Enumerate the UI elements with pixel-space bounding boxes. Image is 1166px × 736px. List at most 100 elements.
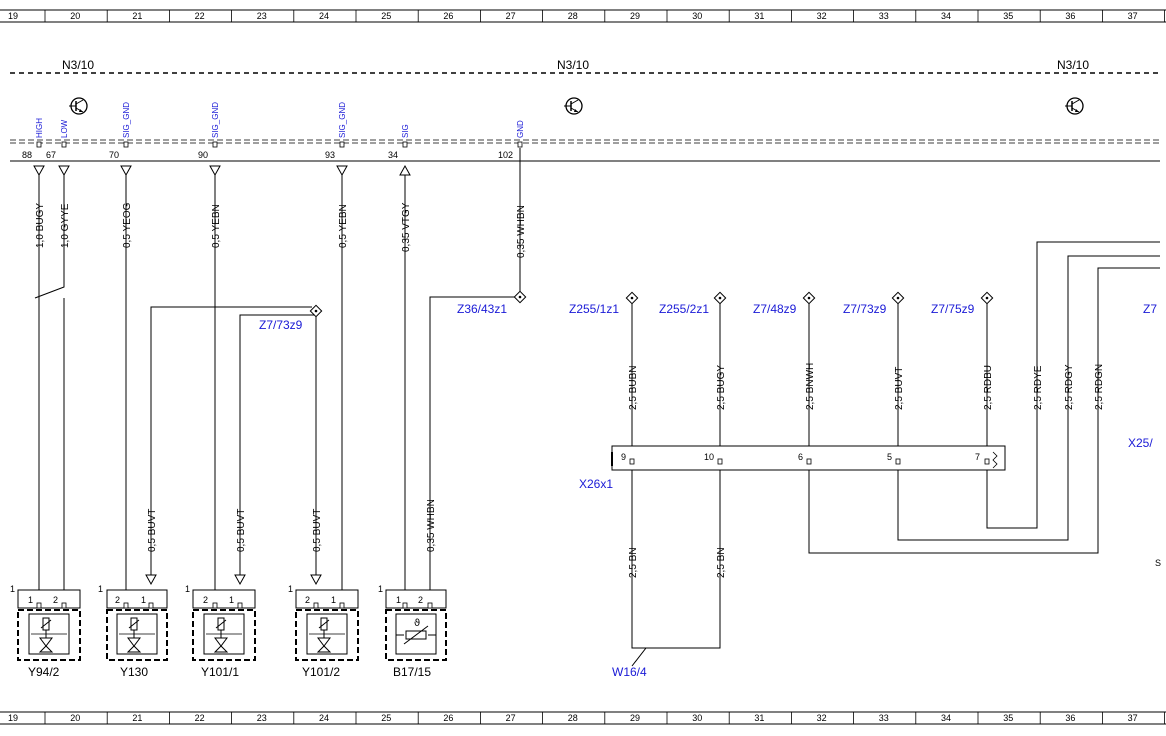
- ruler-number: 32: [817, 713, 827, 723]
- connector-label: X26x1: [579, 477, 613, 491]
- pin-number: 102: [498, 150, 513, 160]
- ruler-number: 20: [70, 713, 80, 723]
- splice-label: Z7/48z9: [753, 302, 797, 316]
- svg-text:0,35 VTGY: 0,35 VTGY: [401, 202, 412, 252]
- svg-text:0,5 YEBN: 0,5 YEBN: [211, 204, 222, 248]
- pin-number: 90: [198, 150, 208, 160]
- pin-number: 93: [325, 150, 335, 160]
- component-y94-2: 1 1 2 Y94/2: [10, 584, 81, 679]
- svg-text:1: 1: [378, 584, 383, 594]
- svg-text:0,5 YEOG: 0,5 YEOG: [122, 202, 133, 248]
- pin-signal: HIGH: [35, 118, 44, 138]
- component-y101-2: 1 2 1 Y101/2: [288, 584, 359, 679]
- ruler-number: 29: [630, 713, 640, 723]
- svg-text:2,5 RDGN: 2,5 RDGN: [1094, 364, 1105, 410]
- pin-number: 34: [388, 150, 398, 160]
- svg-text:2,5 BUGY: 2,5 BUGY: [716, 365, 727, 410]
- ruler-number: 29: [630, 11, 640, 21]
- component-y130: 1 2 1 Y130: [98, 584, 168, 679]
- svg-text:2: 2: [418, 595, 423, 605]
- svg-text:Y101/1: Y101/1: [201, 665, 239, 679]
- splice-label: Z7/73z9: [259, 318, 303, 332]
- splice-label: Z255/2z1: [659, 302, 709, 316]
- ruler-number: 35: [1003, 11, 1013, 21]
- ruler-number: 31: [754, 11, 764, 21]
- svg-text:1: 1: [229, 595, 234, 605]
- splice-label: Z36/43z1: [457, 302, 507, 316]
- ruler-number: 21: [132, 11, 142, 21]
- svg-text:9: 9: [621, 452, 626, 462]
- pin-number: 88: [22, 150, 32, 160]
- svg-text:Y94/2: Y94/2: [28, 665, 60, 679]
- svg-text:5: 5: [887, 452, 892, 462]
- ruler-number: 23: [257, 713, 267, 723]
- svg-text:1: 1: [10, 584, 15, 594]
- ruler-number: 37: [1128, 713, 1138, 723]
- svg-text:1: 1: [288, 584, 293, 594]
- svg-text:2: 2: [115, 595, 120, 605]
- svg-text:2,5 BUVT: 2,5 BUVT: [894, 367, 905, 410]
- ruler-number: 35: [1003, 713, 1013, 723]
- pin-signal: SIG_GND: [122, 102, 131, 138]
- module-pins: HIGH LOW SIG_GND SIG_GND SIG_GND SIG GND…: [22, 102, 525, 176]
- ruler-number: 30: [692, 11, 702, 21]
- svg-text:1: 1: [28, 595, 33, 605]
- svg-text:S: S: [1155, 558, 1161, 568]
- ruler-number: 36: [1065, 713, 1075, 723]
- ruler-number: 20: [70, 11, 80, 21]
- ruler-number: 33: [879, 11, 889, 21]
- svg-text:2: 2: [53, 595, 58, 605]
- connector-label: X25/: [1128, 436, 1153, 450]
- pin-signal: GND: [516, 120, 525, 138]
- ruler-number: 26: [443, 11, 453, 21]
- ruler-number: 24: [319, 11, 329, 21]
- svg-text:10: 10: [704, 452, 714, 462]
- ruler-number: 27: [506, 11, 516, 21]
- module-n3-10: N3/10 N3/10 N3/10: [10, 58, 1160, 162]
- ruler-number: 32: [817, 11, 827, 21]
- svg-text:0,35 WHBN: 0,35 WHBN: [516, 205, 527, 258]
- ruler-number: 24: [319, 713, 329, 723]
- svg-text:B17/15: B17/15: [393, 665, 431, 679]
- transistor-icon: [563, 97, 583, 115]
- ruler-number: 34: [941, 11, 951, 21]
- ruler-number: 34: [941, 713, 951, 723]
- pin-signal: LOW: [60, 119, 69, 138]
- module-label-1: N3/10: [62, 58, 94, 72]
- connector-x26x1: 9 10 6 5 7 X26x1 X25/ S: [579, 436, 1161, 568]
- splice-label: Z255/1z1: [569, 302, 619, 316]
- svg-text:2,5 RDGY: 2,5 RDGY: [1064, 364, 1075, 410]
- pin-signal: SIG_GND: [338, 102, 347, 138]
- svg-text:0,5 YEBN: 0,5 YEBN: [338, 204, 349, 248]
- component-b17-15: 1 1 2 B17/15: [378, 584, 447, 679]
- svg-text:6: 6: [798, 452, 803, 462]
- svg-text:2,5 BUBN: 2,5 BUBN: [628, 366, 639, 410]
- svg-text:2,5 RDBU: 2,5 RDBU: [983, 365, 994, 410]
- svg-text:1: 1: [98, 584, 103, 594]
- svg-text:0,35 WHBN: 0,35 WHBN: [426, 499, 437, 552]
- svg-text:Y101/2: Y101/2: [302, 665, 340, 679]
- pin-number: 67: [46, 150, 56, 160]
- svg-text:1: 1: [141, 595, 146, 605]
- ruler-number: 23: [257, 11, 267, 21]
- svg-text:0,5 BUVT: 0,5 BUVT: [312, 509, 323, 552]
- component-y101-1: 1 2 1 Y101/1: [185, 584, 256, 679]
- svg-text:1,0 BUGY: 1,0 BUGY: [35, 203, 46, 248]
- ruler-number: 21: [132, 713, 142, 723]
- ruler-number: 19: [8, 713, 18, 723]
- transistor-icon: [1064, 97, 1084, 115]
- pin-signal: SIG_GND: [211, 102, 220, 138]
- svg-text:2,5 RDYE: 2,5 RDYE: [1033, 365, 1044, 410]
- splices: Z7/73z9 Z36/43z1 Z255/1z1 Z255/2z1 Z7/48…: [259, 290, 1157, 332]
- ruler-number: 22: [195, 713, 205, 723]
- transistor-icon: [68, 97, 88, 115]
- svg-text:2: 2: [305, 595, 310, 605]
- ruler-number: 26: [443, 713, 453, 723]
- splice-label: Z7: [1143, 302, 1157, 316]
- splice-label: Z7/73z9: [843, 302, 887, 316]
- ruler-number: 22: [195, 11, 205, 21]
- ruler-number: 31: [754, 713, 764, 723]
- ruler-number: 33: [879, 713, 889, 723]
